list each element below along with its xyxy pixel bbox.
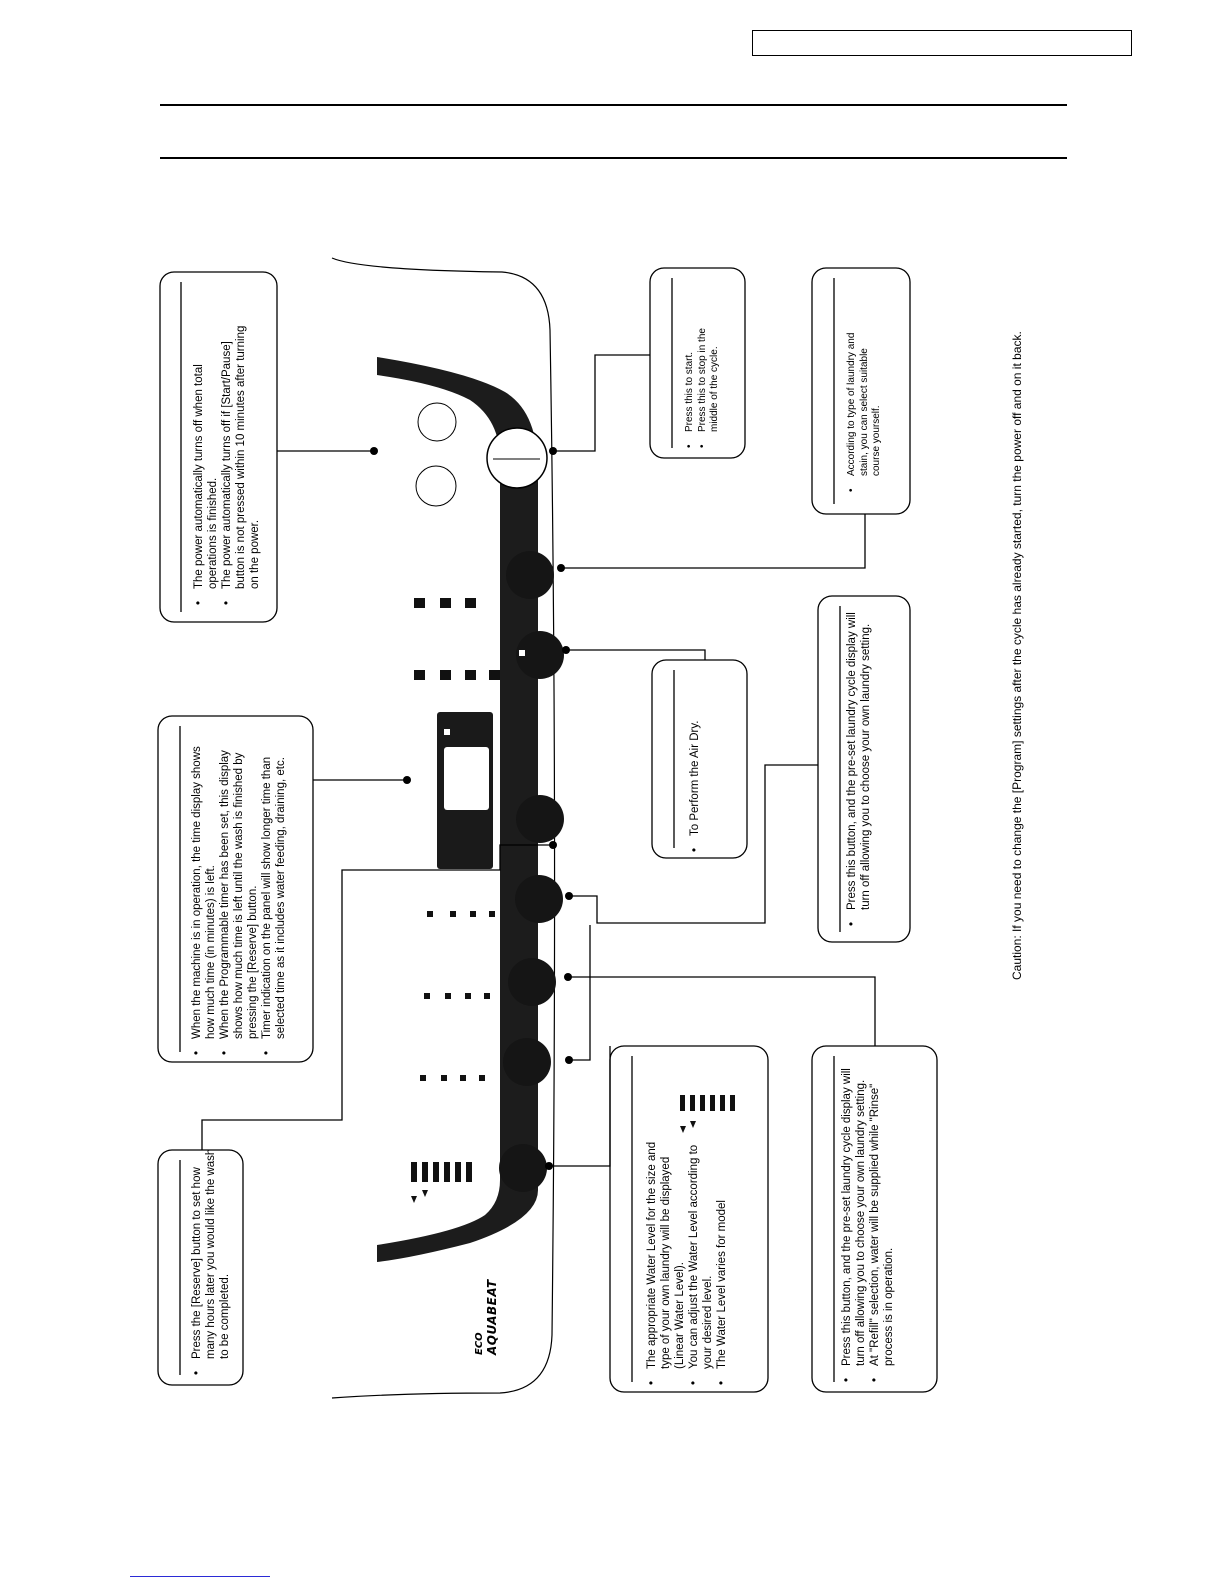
note-time-item: When the Programmable timer has been set… (218, 739, 260, 1055)
note-water-level-item: The Water Level varies for model (715, 1129, 729, 1385)
dot-reserve (549, 841, 557, 849)
dot-course (557, 564, 565, 572)
note-water-level: The appropriate Water Level for the size… (645, 1129, 729, 1385)
water-level-button (499, 1144, 547, 1192)
note-reserve-item: Press the [Reserve] button to set how ma… (190, 1147, 232, 1375)
note-air-dry-item: To Perform the Air Dry. (688, 721, 702, 852)
top-rule (160, 104, 1067, 106)
rinse-button (503, 1038, 551, 1086)
leader-course (561, 514, 866, 569)
dot-start (549, 447, 557, 455)
dot-power (370, 447, 378, 455)
note-course: According to type of laundry and stain, … (846, 316, 884, 492)
course-indicators (414, 598, 476, 608)
note-program-item: Press this button, and the pre-set laund… (845, 610, 873, 926)
note-reserve: Press the [Reserve] button to set how ma… (190, 1147, 232, 1375)
top-circle-1 (417, 402, 457, 442)
note-time-item: When the machine is in operation, the ti… (190, 739, 218, 1055)
top-circle-2 (415, 465, 457, 507)
program-indicators (427, 911, 495, 917)
note-start: Press this to start. Press this to stop … (684, 307, 722, 448)
course-button (506, 551, 554, 599)
leader-water-level (569, 925, 591, 1061)
leader-program (569, 764, 818, 924)
note-box-time (157, 715, 314, 1063)
note-start-item: Press this to stop in the middle of the … (697, 307, 722, 448)
note-time-display: When the machine is in operation, the ti… (190, 739, 288, 1055)
note-box-power (159, 271, 278, 623)
note-power-item: The power automatically turns off when t… (192, 319, 220, 605)
note-box-start (649, 267, 746, 459)
leader-rinse (568, 976, 876, 1046)
time-display-dot (444, 729, 450, 735)
start-pause-button (486, 427, 548, 489)
air-dry-indicators (414, 670, 500, 680)
dot-water-level (545, 1162, 553, 1170)
note-water-level-item: You can adjust the Water Level according… (687, 1129, 715, 1385)
water-level-bars (411, 1162, 472, 1203)
dot-air-dry (562, 646, 570, 654)
note-water-level-bars (680, 1095, 735, 1133)
brand-logo: ECO AQUABEAT (474, 1279, 499, 1355)
note-rinse-item: Press this button, and the pre-set laund… (840, 1066, 868, 1382)
air-dry-indicator (519, 650, 525, 656)
dot-program (565, 892, 573, 900)
note-box-program (817, 595, 911, 943)
dot-time (403, 776, 411, 784)
reserve-button (516, 795, 564, 843)
note-water-level-item: The appropriate Water Level for the size… (645, 1129, 687, 1385)
dot-rinse (564, 973, 572, 981)
program-button (515, 875, 563, 923)
leader-reserve (201, 844, 553, 1150)
note-time-item: Timer indication on the panel will show … (260, 739, 288, 1055)
wash-button (508, 958, 556, 1006)
logo-prefix: ECO (474, 1332, 485, 1355)
note-box-water-level (609, 1045, 769, 1393)
footer-link-underline (130, 1576, 270, 1577)
time-display-window (444, 747, 489, 810)
caution-text: Caution: If you need to change the [Prog… (1010, 331, 1024, 980)
note-start-item: Press this to start. (684, 307, 697, 448)
note-rinse: Press this button, and the pre-set laund… (840, 1066, 896, 1382)
note-power: The power automatically turns off when t… (192, 319, 262, 605)
note-program: Press this button, and the pre-set laund… (845, 610, 873, 926)
rinse-indicators (420, 1075, 485, 1081)
leader-start (553, 354, 650, 452)
note-course-item: According to type of laundry and stain, … (846, 316, 884, 492)
note-box-air-dry (651, 659, 748, 859)
second-rule (160, 157, 1067, 159)
wash-indicators (424, 993, 490, 999)
note-air-dry: To Perform the Air Dry. (688, 721, 702, 852)
air-dry-button (516, 631, 564, 679)
dot-wash (565, 1056, 573, 1064)
logo-name: AQUABEAT (485, 1279, 499, 1355)
header-box (752, 30, 1132, 56)
note-power-item: The power automatically turns off if [St… (220, 319, 262, 605)
note-box-course (811, 267, 911, 515)
note-rinse-item: At "Refill" selection, water will be sup… (868, 1066, 896, 1382)
leader-water-level-2 (549, 1046, 611, 1167)
leader-air-dry (566, 649, 706, 660)
